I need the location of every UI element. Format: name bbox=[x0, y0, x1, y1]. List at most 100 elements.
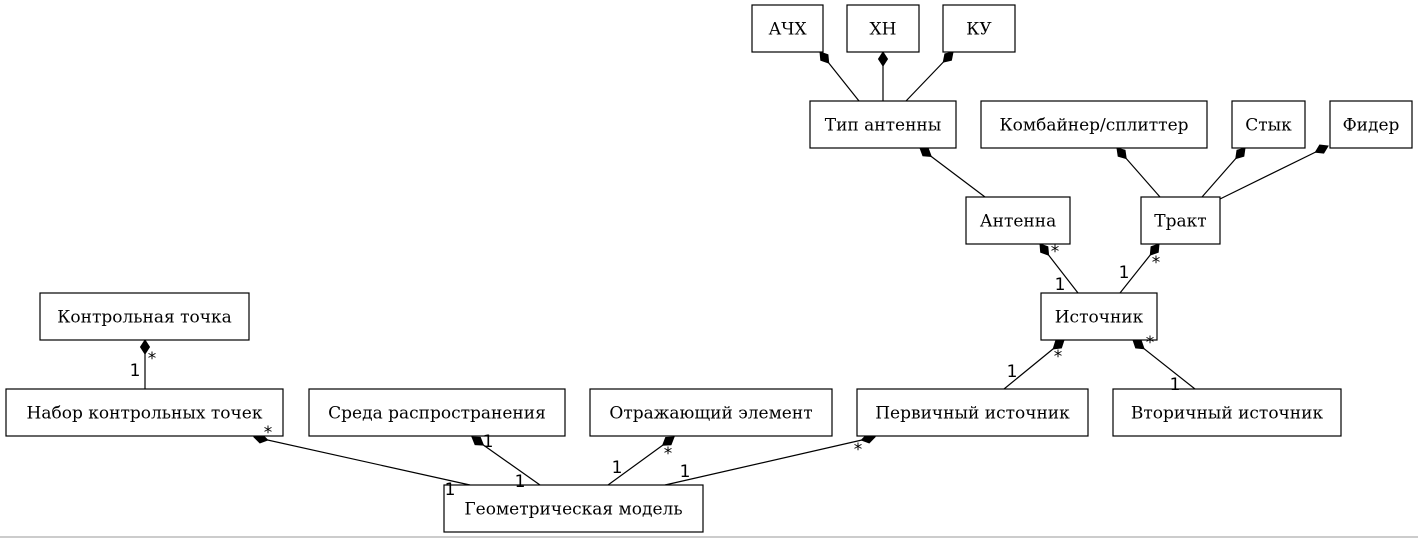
class-box bbox=[856, 388, 1089, 437]
multiplicity-whole: * bbox=[1054, 347, 1063, 367]
class-box bbox=[1140, 196, 1221, 245]
class-node: Тип антенны bbox=[809, 100, 957, 149]
class-node: Контрольная точка bbox=[39, 292, 250, 341]
class-label: Вторичный источник bbox=[1131, 404, 1324, 424]
composition-diamond-icon bbox=[661, 436, 675, 446]
edge-line bbox=[664, 436, 876, 486]
class-node: Отражающий элемент bbox=[589, 388, 833, 437]
class-label: Среда распространения bbox=[328, 404, 546, 424]
composition-edge bbox=[1039, 243, 1079, 294]
class-label: АЧХ bbox=[768, 20, 807, 40]
nodes-layer: АЧХ ХН КУ Тип антенны Комбайнер/сплиттер Стык… bbox=[5, 4, 1413, 533]
edge-line bbox=[253, 436, 471, 486]
class-node: Фидер bbox=[1329, 100, 1413, 149]
class-node: Антенна bbox=[965, 196, 1071, 245]
class-label: Контрольная точка bbox=[57, 308, 232, 328]
class-label: Антенна bbox=[980, 212, 1056, 232]
composition-edge bbox=[607, 436, 675, 486]
composition-diamond-icon bbox=[1039, 243, 1050, 256]
class-label: Тракт bbox=[1154, 212, 1206, 232]
composition-diamond-icon bbox=[1149, 243, 1160, 256]
multiplicity-whole: * bbox=[854, 440, 863, 460]
multiplicity-part: 1 bbox=[445, 480, 456, 500]
multiplicity-whole: * bbox=[1152, 253, 1161, 273]
multiplicity-part: 1 bbox=[1007, 362, 1018, 382]
composition-edge bbox=[919, 147, 986, 198]
multiplicity-part: 1 bbox=[1055, 275, 1066, 295]
multiplicity-whole: * bbox=[264, 423, 273, 443]
class-box bbox=[980, 100, 1208, 149]
class-label: Первичный источник bbox=[875, 404, 1070, 424]
class-node: Геометрическая модель bbox=[443, 484, 704, 533]
class-box bbox=[846, 4, 920, 53]
composition-edge bbox=[471, 436, 541, 486]
class-node: Тракт bbox=[1140, 196, 1221, 245]
class-box bbox=[589, 388, 833, 437]
composition-diamond-icon bbox=[471, 436, 485, 446]
class-box bbox=[1329, 100, 1413, 149]
class-box bbox=[751, 4, 824, 53]
composition-edge bbox=[877, 51, 889, 101]
composition-diamond-icon bbox=[819, 51, 830, 64]
class-box bbox=[965, 196, 1071, 245]
composition-edge bbox=[1219, 144, 1329, 200]
composition-edge bbox=[1119, 243, 1160, 294]
class-box bbox=[809, 100, 957, 149]
composition-diamond-icon bbox=[1235, 147, 1246, 160]
multiplicity-part: 1 bbox=[130, 361, 141, 381]
multiplicity-part: 1 bbox=[612, 458, 623, 478]
class-label: Набор контрольных точек bbox=[27, 404, 263, 424]
class-box bbox=[942, 4, 1016, 53]
composition-edge bbox=[253, 433, 471, 486]
class-node: АЧХ bbox=[751, 4, 824, 53]
class-label: Стык bbox=[1245, 116, 1292, 136]
class-node: КУ bbox=[942, 4, 1016, 53]
class-label: КУ bbox=[966, 20, 992, 40]
class-box bbox=[1040, 292, 1158, 341]
class-label: Комбайнер/сплиттер bbox=[999, 116, 1188, 136]
class-box bbox=[308, 388, 566, 437]
class-node: Вторичный источник bbox=[1112, 388, 1342, 437]
class-box bbox=[5, 388, 284, 437]
composition-diamond-icon bbox=[139, 339, 151, 355]
composition-edge bbox=[905, 51, 954, 102]
multiplicity-whole: * bbox=[1146, 333, 1155, 353]
class-node: Источник bbox=[1040, 292, 1158, 341]
composition-edge bbox=[1201, 147, 1246, 198]
class-label: Отражающий элемент bbox=[609, 404, 812, 424]
class-label: Геометрическая модель bbox=[464, 500, 682, 520]
composition-edge bbox=[664, 433, 876, 486]
edge-line bbox=[1219, 145, 1329, 200]
composition-edge bbox=[1003, 339, 1065, 390]
class-node: Набор контрольных точек bbox=[5, 388, 284, 437]
composition-edge bbox=[819, 51, 860, 102]
class-node: ХН bbox=[846, 4, 920, 53]
composition-diamond-icon bbox=[1314, 144, 1329, 154]
class-box bbox=[1112, 388, 1342, 437]
multiplicity-layer: *1*1*1*1*1*111*1*1 bbox=[130, 242, 1181, 500]
class-label: Фидер bbox=[1343, 116, 1400, 136]
multiplicity-part: 1 bbox=[680, 462, 691, 482]
class-label: Тип антенны bbox=[825, 116, 942, 136]
class-label: Источник bbox=[1055, 308, 1144, 328]
class-node: Стык bbox=[1231, 100, 1306, 149]
class-box bbox=[1231, 100, 1306, 149]
composition-diamond-icon bbox=[1116, 147, 1127, 160]
class-node: Первичный источник bbox=[856, 388, 1089, 437]
multiplicity-part: 1 bbox=[1119, 263, 1130, 283]
multiplicity-whole: 1 bbox=[483, 432, 494, 452]
composition-edge bbox=[1116, 147, 1161, 198]
composition-diamond-icon bbox=[919, 147, 932, 157]
multiplicity-part: 1 bbox=[515, 472, 526, 492]
class-box bbox=[39, 292, 250, 341]
class-label: ХН bbox=[870, 20, 897, 40]
multiplicity-whole: * bbox=[148, 349, 157, 369]
multiplicity-part: 1 bbox=[1170, 375, 1181, 395]
edges-layer bbox=[139, 51, 1329, 486]
composition-diamond-icon bbox=[1132, 339, 1145, 350]
composition-diamond-icon bbox=[942, 51, 954, 63]
composition-edge bbox=[1132, 339, 1196, 390]
composition-diamond-icon bbox=[1052, 339, 1065, 350]
class-node: Среда распространения bbox=[308, 388, 566, 437]
multiplicity-whole: * bbox=[664, 444, 673, 464]
